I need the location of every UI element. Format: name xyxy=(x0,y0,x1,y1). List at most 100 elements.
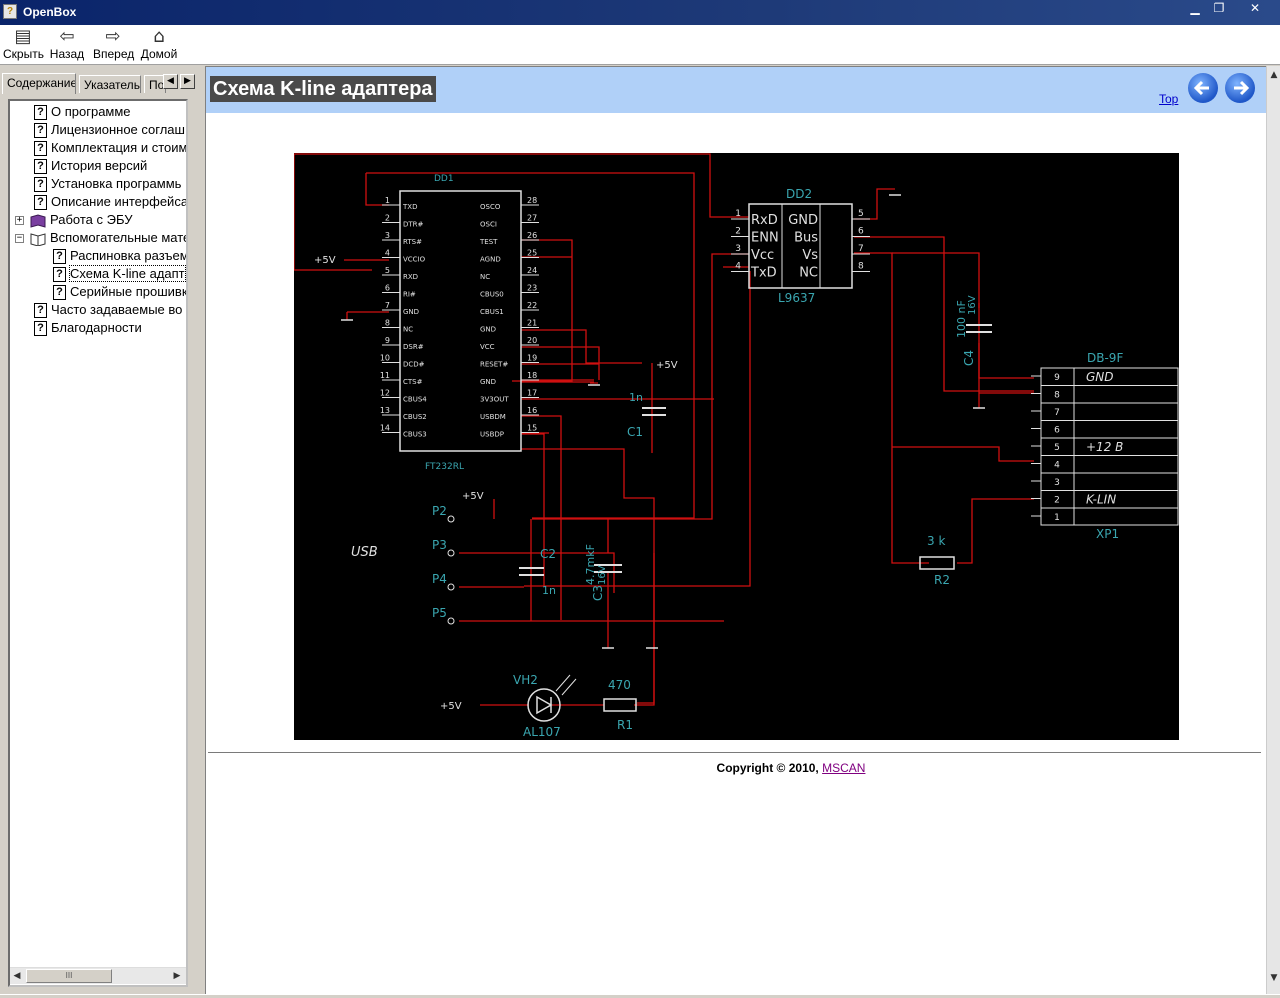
collapse-icon[interactable]: − xyxy=(15,233,24,243)
tree-item-label: Вспомогательные мате xyxy=(50,230,188,245)
help-topic-icon: ? xyxy=(34,303,47,319)
db9-pin-number: 3 xyxy=(1054,478,1060,488)
dd1-right-pin-name: CBUS0 xyxy=(480,291,504,299)
tab-index[interactable]: Указатель xyxy=(79,75,141,93)
help-topic-icon: ? xyxy=(34,177,47,193)
dd1-right-pin-name: RESET# xyxy=(480,361,508,369)
l9637-label: L9637 xyxy=(778,291,815,305)
db9-pin-number: 6 xyxy=(1054,426,1060,436)
dd2-right-pin-number: 5 xyxy=(858,209,864,219)
tree-item-label: Распиновка разъем xyxy=(70,248,188,263)
prev-page-button[interactable] xyxy=(1188,73,1218,103)
tree-item[interactable]: ?История версий xyxy=(34,157,147,175)
dd2-left-pin-name: RxD xyxy=(751,213,778,228)
schematic-wires xyxy=(294,153,1034,706)
dd1-left-pin-number: 8 xyxy=(385,319,390,328)
tree-item[interactable]: ?Лицензионное соглаш xyxy=(34,121,185,139)
window-bottom-edge xyxy=(0,994,1280,998)
c3-voltage: 16V xyxy=(597,565,608,585)
tree-item[interactable]: Работа с ЭБУ xyxy=(30,211,132,229)
home-button[interactable]: ⌂ Домой xyxy=(140,26,178,62)
dd1-left-pin-name: NC xyxy=(403,326,413,334)
pane-splitter[interactable] xyxy=(198,66,204,994)
copyright-text: Copyright © 2010, xyxy=(716,761,819,775)
tabs-scroll-right-icon[interactable]: ▶ xyxy=(180,74,195,89)
tree-item[interactable]: Вспомогательные мате xyxy=(30,229,188,247)
db9-pin-number: 1 xyxy=(1054,513,1060,523)
ft232-label: FT232RL xyxy=(425,462,464,472)
tree-item[interactable]: ?Благодарности xyxy=(34,319,142,337)
r2-value: 3 k xyxy=(927,534,945,548)
tree-item[interactable]: ?Описание интерфейса xyxy=(34,193,186,211)
c4-voltage: 16V xyxy=(967,295,978,315)
scroll-left-icon[interactable]: ◀ xyxy=(13,971,21,981)
vh2-label: VH2 xyxy=(513,673,538,687)
forward-button[interactable]: ⇨ Вперед xyxy=(93,27,134,62)
dd1-right-pin-number: 24 xyxy=(527,266,537,275)
al107-label: AL107 xyxy=(523,725,561,739)
help-topic-icon: ? xyxy=(53,249,66,265)
next-page-button[interactable] xyxy=(1225,73,1255,103)
tree-item[interactable]: ?Схема K-line адапт xyxy=(53,265,186,283)
open-book-icon xyxy=(30,232,46,246)
hide-pane-icon: ▤ xyxy=(14,26,32,47)
content-pane: Схема K-line адаптера Top xyxy=(205,66,1266,994)
back-button[interactable]: ⇦ Назад xyxy=(49,27,85,62)
db9-pin-number: 7 xyxy=(1054,408,1060,418)
expand-icon[interactable]: + xyxy=(15,215,24,225)
dd1-left-pin-number: 14 xyxy=(380,424,390,433)
tree-item[interactable]: ?Серийные прошивк xyxy=(53,283,188,301)
usb-pin-label: P3 xyxy=(432,538,447,552)
scroll-up-icon[interactable]: ▲ xyxy=(1270,70,1278,80)
tree-item-label: Серийные прошивк xyxy=(70,284,188,299)
window-titlebar: ? OpenBox ▁ ❐ ✕ xyxy=(0,0,1280,25)
content-vertical-scrollbar[interactable]: ▲ ▼ xyxy=(1266,66,1280,994)
tree-item[interactable]: ?Установка программь xyxy=(34,175,181,193)
tabs-scroll-left-icon[interactable]: ◀ xyxy=(163,74,178,89)
hide-button[interactable]: ▤ Скрыть xyxy=(3,26,44,62)
dd2-left-pin-name: ENN xyxy=(751,231,779,246)
prev-arrow-icon xyxy=(1193,80,1209,96)
dd1-right-pin-number: 25 xyxy=(527,249,537,258)
dd2-label: DD2 xyxy=(786,187,812,201)
c2-label: C2 xyxy=(540,547,556,561)
c1-value: 1n xyxy=(629,391,643,404)
db9-pin-label: K-LIN xyxy=(1086,493,1116,507)
tree-horizontal-scrollbar[interactable]: ◀ III ▶ xyxy=(10,967,186,984)
maximize-button[interactable]: ❐ xyxy=(1213,1,1225,15)
home-label: Домой xyxy=(140,47,178,61)
dd1-right-pin-number: 18 xyxy=(527,371,537,380)
dd1-right-pin-name: AGND xyxy=(480,256,501,264)
home-icon: ⌂ xyxy=(153,26,165,47)
dd1-left-pin-number: 12 xyxy=(380,389,390,398)
r2-label: R2 xyxy=(934,573,950,587)
dd1-right-pin-name: GND xyxy=(480,378,496,386)
page-title: Схема K-line адаптера xyxy=(210,76,436,102)
tree-item[interactable]: ?О программе xyxy=(34,103,131,121)
scroll-right-icon[interactable]: ▶ xyxy=(173,971,181,981)
tab-contents[interactable]: Содержание xyxy=(2,73,76,94)
dd2-left-pin-number: 4 xyxy=(735,262,741,272)
mscan-link[interactable]: MSCAN xyxy=(822,761,866,775)
close-button[interactable]: ✕ xyxy=(1249,1,1261,15)
dd2-right-pin-name: GND xyxy=(788,213,818,228)
top-link[interactable]: Top xyxy=(1159,92,1179,106)
scroll-down-icon[interactable]: ▼ xyxy=(1270,973,1278,983)
c3-label: C3 xyxy=(591,585,605,601)
tree-item[interactable]: ? Распиновка разъем xyxy=(53,247,188,265)
tree-item[interactable]: ? Часто задаваемые во xyxy=(34,301,182,319)
dd2-left-pin-number: 1 xyxy=(735,209,741,219)
tree-item-label: Часто задаваемые во xyxy=(51,302,183,317)
tab-search[interactable]: По xyxy=(144,75,166,93)
db9-label: DB-9F xyxy=(1087,351,1123,365)
dd1-right-pin-number: 27 xyxy=(527,214,537,223)
toolbar: ▤ Скрыть ⇦ Назад ⇨ Вперед ⌂ Домой xyxy=(0,25,1280,65)
dd1-left-pin-number: 11 xyxy=(380,371,390,380)
tree-item[interactable]: ?Комплектация и стоим xyxy=(34,139,186,157)
v5-label: +5V xyxy=(440,701,462,712)
tree-item-label: О программе xyxy=(51,104,131,119)
resistor-body xyxy=(919,556,955,570)
minimize-button[interactable]: ▁ xyxy=(1190,1,1200,15)
scrollbar-thumb[interactable]: III xyxy=(26,969,112,983)
dd1-right-pin-number: 17 xyxy=(527,389,537,398)
